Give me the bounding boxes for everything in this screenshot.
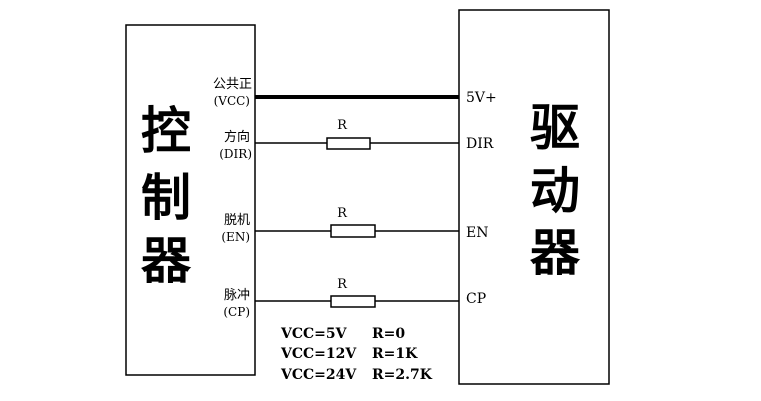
controller-char-1: 控	[141, 102, 191, 160]
signal-cp-cn: 脉冲	[224, 288, 250, 303]
pin-5v: 5V+	[466, 90, 497, 106]
driver-char-2: 动	[530, 162, 580, 220]
controller-char-2: 制	[141, 169, 191, 227]
en-resistor-label: R	[337, 206, 348, 221]
controller-box	[125, 24, 256, 376]
note-3-r: R=2.7K	[372, 367, 433, 383]
dir-resistor-label: R	[337, 118, 348, 133]
signal-dir-en: (DIR)	[219, 147, 252, 161]
note-3-vcc: VCC=24V	[280, 367, 357, 383]
signal-vcc-en: (VCC)	[214, 94, 250, 108]
driver-box	[458, 9, 610, 385]
driver-char-3: 器	[530, 224, 581, 282]
signal-en-cn: 脱机	[224, 213, 250, 228]
signal-dir-cn: 方向	[224, 129, 250, 145]
cp-resistor-label: R	[337, 277, 348, 292]
note-1-vcc: VCC=5V	[280, 326, 348, 342]
signal-cp-en: (CP)	[223, 305, 250, 319]
note-1-r: R=0	[372, 326, 405, 342]
pin-en: EN	[466, 225, 488, 241]
dir-resistor	[326, 137, 371, 150]
signal-en-en: (EN)	[221, 230, 250, 244]
signal-vcc-cn: 公共正	[213, 77, 252, 92]
en-resistor	[330, 224, 376, 238]
cp-resistor	[330, 295, 376, 308]
note-2-vcc: VCC=12V	[280, 346, 357, 362]
driver-char-1: 驱	[530, 99, 580, 157]
note-2-r: R=1K	[372, 346, 418, 362]
pin-cp: CP	[466, 291, 486, 307]
controller-char-3: 器	[141, 232, 192, 290]
pin-dir: DIR	[466, 136, 494, 152]
